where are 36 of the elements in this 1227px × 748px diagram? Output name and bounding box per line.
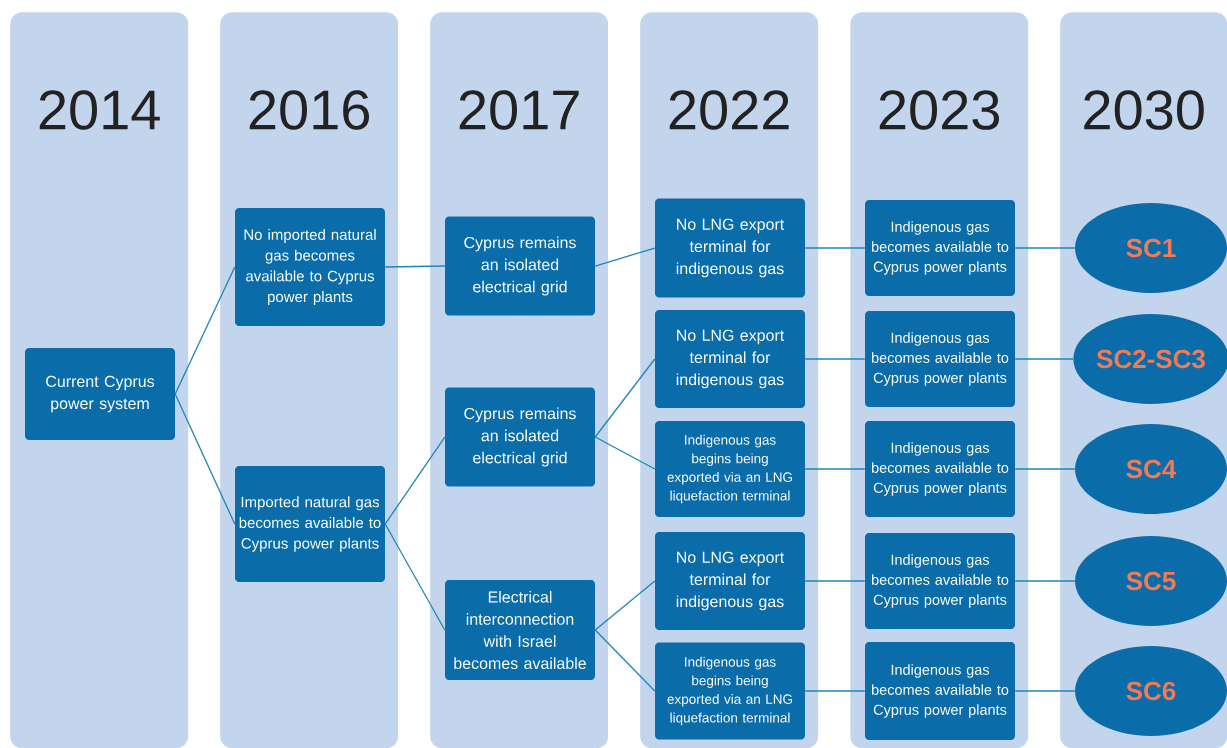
connector-line [594, 436, 656, 470]
event-box: Electrical interconnection with Israel becomes available [445, 580, 595, 680]
connector-line [174, 393, 236, 525]
connector-line [594, 629, 656, 692]
event-box: No LNG export terminal for indigenous gas [655, 532, 805, 630]
event-box: Indigenous gas becomes available to Cyprus power plants [865, 533, 1015, 629]
connector-line [1014, 690, 1076, 692]
event-box: No imported natural gas becomes available to Cyprus power plants [235, 208, 385, 326]
connector-line [804, 580, 866, 582]
connector-line [384, 265, 446, 268]
event-box: Cyprus remains an isolated electrical grid [445, 216, 595, 316]
connector-line [594, 580, 656, 631]
event-box: Indigenous gas becomes available to Cyprus power plants [865, 421, 1015, 517]
connector-line [594, 358, 656, 438]
event-box: Indigenous gas begins being exported via an LNG liquefaction terminal [655, 421, 805, 517]
event-box: Cyprus remains an isolated electrical grid [445, 387, 595, 487]
connector-line [384, 436, 446, 525]
connector-line [1014, 358, 1074, 360]
connector-line [804, 247, 866, 249]
connector-line [804, 468, 866, 470]
event-box: Indigenous gas becomes available to Cyprus power plants [865, 311, 1015, 407]
connector-line [804, 690, 866, 692]
connector-line [384, 523, 446, 631]
connector-line [804, 358, 866, 360]
connector-line [1014, 247, 1076, 249]
event-box: No LNG export terminal for indigenous gas [655, 310, 805, 408]
event-box: No LNG export terminal for indigenous gas [655, 198, 805, 298]
connector-line [174, 266, 236, 395]
connector-line [1014, 468, 1076, 470]
event-box: Indigenous gas becomes available to Cyprus power plants [865, 200, 1015, 296]
event-box: Indigenous gas begins being exported via an LNG liquefaction terminal [655, 642, 805, 740]
connector-line [594, 247, 656, 267]
connector-line [1014, 580, 1076, 582]
event-box: Indigenous gas becomes available to Cyprus power plants [865, 642, 1015, 740]
event-box: Current Cyprus power system [25, 348, 175, 440]
event-box: Imported natural gas becomes available to Cyprus power plants [235, 466, 385, 582]
